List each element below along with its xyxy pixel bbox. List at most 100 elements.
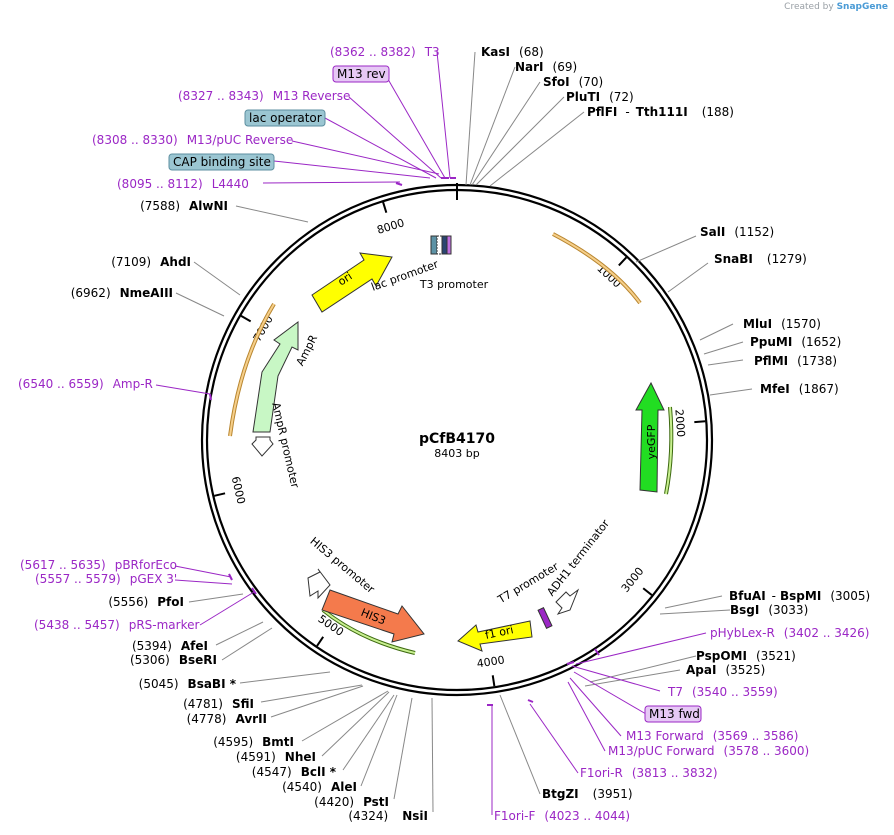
- feature-f1-ori: f1 ori: [457, 620, 533, 652]
- site-kasi: KasI(68): [481, 45, 544, 59]
- tick-mark: [618, 256, 628, 267]
- tick-label: 3000: [619, 565, 647, 595]
- feature-ori: ori: [311, 252, 393, 313]
- site-btgzi: BtgZI(3951): [542, 787, 633, 801]
- site-alwni: (7588)AlwNI: [140, 199, 228, 213]
- m13-fwd-box: [644, 705, 702, 723]
- ampr-promoter-label: AmpR promoter: [269, 401, 301, 490]
- yegfp-arrow: [635, 381, 665, 493]
- site-bfuai-bspmi: BfuAI-BspMI(3005): [729, 589, 870, 603]
- plasmid-name: pCfB4170: [419, 431, 495, 447]
- site-bseri: (5306)BseRI: [130, 653, 217, 667]
- green-arc-yegfp-inner: [665, 406, 673, 495]
- feature-adh1-t7: ADH1 terminator T7 promoter: [495, 517, 612, 629]
- t3-promoter-label: T3 promoter: [419, 278, 489, 291]
- t7-promoter-box: [537, 607, 553, 629]
- site-pspomi: PspOMI(3521): [696, 649, 796, 663]
- site-nari: NarI(69): [515, 60, 577, 74]
- site-psti: (4420)PstI: [314, 795, 389, 809]
- snapgene-logo: SnapGene: [836, 2, 888, 12]
- site-snabi: SnaBI(1279): [714, 252, 807, 266]
- site-sfii: (4781)SfiI: [183, 697, 254, 711]
- lac-operator-box-label: [244, 109, 326, 127]
- primer-t7: T7(3540 .. 3559): [667, 685, 778, 699]
- site-bsgi: BsgI(3033): [730, 603, 808, 617]
- primer-m13-reverse: (8327 .. 8343)M13 Reverse: [178, 89, 350, 103]
- tick-mark: [382, 201, 388, 214]
- tick-label: 8000: [375, 216, 406, 237]
- primer-leader-lines: [155, 51, 707, 815]
- primer-l4440: (8095 .. 8112)L4440: [117, 177, 249, 191]
- site-pflfi-tth111i: PflFI-Tth111I(188): [587, 105, 734, 119]
- site-ahdi: (7109)AhdI: [111, 255, 191, 269]
- adh1-terminator-label: ADH1 terminator: [544, 517, 612, 599]
- his3-promoter-arrow: [307, 568, 331, 600]
- feature-ampr: AmpR AmpR promoter: [251, 321, 320, 490]
- lac-operator-box: [441, 235, 448, 255]
- m13-rev-box: [332, 65, 390, 83]
- site-labels-left: (4324)NsiI (4420)PstI (4540)AleI (4547)B…: [71, 199, 428, 823]
- site-nhei: (4591)NheI: [236, 750, 316, 764]
- site-afei: (5394)AfeI: [132, 639, 208, 653]
- snapgene-credit: Created by SnapGene: [784, 2, 888, 12]
- site-bmti: (4595)BmtI: [213, 735, 294, 749]
- adh1-terminator-arrow: [555, 588, 580, 615]
- label-lac-operator: lac operator: [249, 111, 322, 125]
- primer-m13-fwd: M13 fwd: [649, 707, 700, 721]
- site-pluti: PluTI(72): [566, 90, 634, 104]
- primer-f1ori-r: F1ori-R(3813 .. 3832): [580, 766, 718, 780]
- primer-f1ori-f: F1ori-F(4023 .. 4044): [494, 809, 630, 823]
- t3-promoter-box: [446, 235, 452, 255]
- orange-arc-left-inner: [229, 303, 275, 437]
- primer-amp-r: (6540 .. 6559)Amp-R: [18, 377, 153, 391]
- primer-labels: (8362 .. 8382)T3 M13 rev (8327 .. 8343)M…: [18, 45, 869, 823]
- site-alei: (4540)AleI: [282, 780, 357, 794]
- f1-ori-label: f1 ori: [484, 623, 515, 642]
- lac-promoter-box: [436, 235, 443, 255]
- credit-text: Created by: [784, 2, 834, 12]
- site-nsii: (4324)NsiI: [348, 809, 428, 823]
- green-arc-his3-inner: [322, 609, 416, 654]
- backbone: [200, 183, 714, 697]
- tick-mark: [694, 420, 706, 424]
- site-pfoi: (5556)PfoI: [108, 595, 184, 609]
- primer-m13-puc-reverse: (8308 .. 8330)M13/pUC Reverse: [92, 133, 293, 147]
- ori-arrow: [311, 252, 393, 313]
- cap-site-box: [430, 235, 438, 255]
- tick-mark: [491, 675, 496, 687]
- ampr-promoter-arrow: [251, 436, 274, 457]
- tick-label: 1000: [594, 262, 623, 291]
- site-bcli: (4547)BclI *: [252, 765, 337, 779]
- site-sfoi: SfoI(70): [543, 75, 603, 89]
- plasmid-length: 8403 bp: [434, 447, 479, 460]
- primer-phyblex-r: pHybLex-R(3402 .. 3426): [710, 626, 869, 640]
- site-apai: ApaI(3525): [686, 663, 765, 677]
- site-pflmi: PflMI(1738): [754, 354, 837, 368]
- yegfp-label: yeGFP: [645, 424, 658, 459]
- tick-mark: [642, 587, 653, 596]
- primer-t3: (8362 .. 8382)T3: [330, 45, 440, 59]
- site-mfei: MfeI(1867): [760, 382, 839, 396]
- tick-label: 6000: [229, 475, 248, 505]
- site-leader-lines: [175, 51, 753, 813]
- ampr-arrow: [252, 321, 299, 433]
- primer-m13-forward: M13 Forward(3569 .. 3586): [626, 729, 798, 743]
- tick-mark: [240, 315, 252, 323]
- primer-m13-puc-forward: M13/pUC Forward(3578 .. 3600): [608, 744, 809, 758]
- his3-arrow: [321, 589, 425, 643]
- primer-marks: [209, 177, 600, 706]
- orange-arc-top-inner: [552, 233, 641, 304]
- site-mlui: MluI(1570): [743, 317, 821, 331]
- cap-binding-site-box: [168, 153, 275, 171]
- site-ppumi: PpuMI(1652): [750, 335, 841, 349]
- tick-mark: [316, 636, 325, 647]
- primer-pgex3: (5557 .. 5579)pGEX 3': [35, 572, 177, 586]
- site-labels: KasI(68) NarI(69) SfoI(70) PluTI(72) Pfl…: [481, 45, 870, 801]
- feature-yegfp: yeGFP: [635, 381, 665, 493]
- site-avrii: (4778)AvrII: [187, 712, 267, 726]
- label-cap-binding-site: CAP binding site: [173, 155, 271, 169]
- primer-m13-rev: M13 rev: [337, 67, 386, 81]
- primer-prs-marker: (5438 .. 5457)pRS-marker: [34, 618, 199, 632]
- primer-pbrforeco: (5617 .. 5635)pBRforEco: [20, 558, 177, 572]
